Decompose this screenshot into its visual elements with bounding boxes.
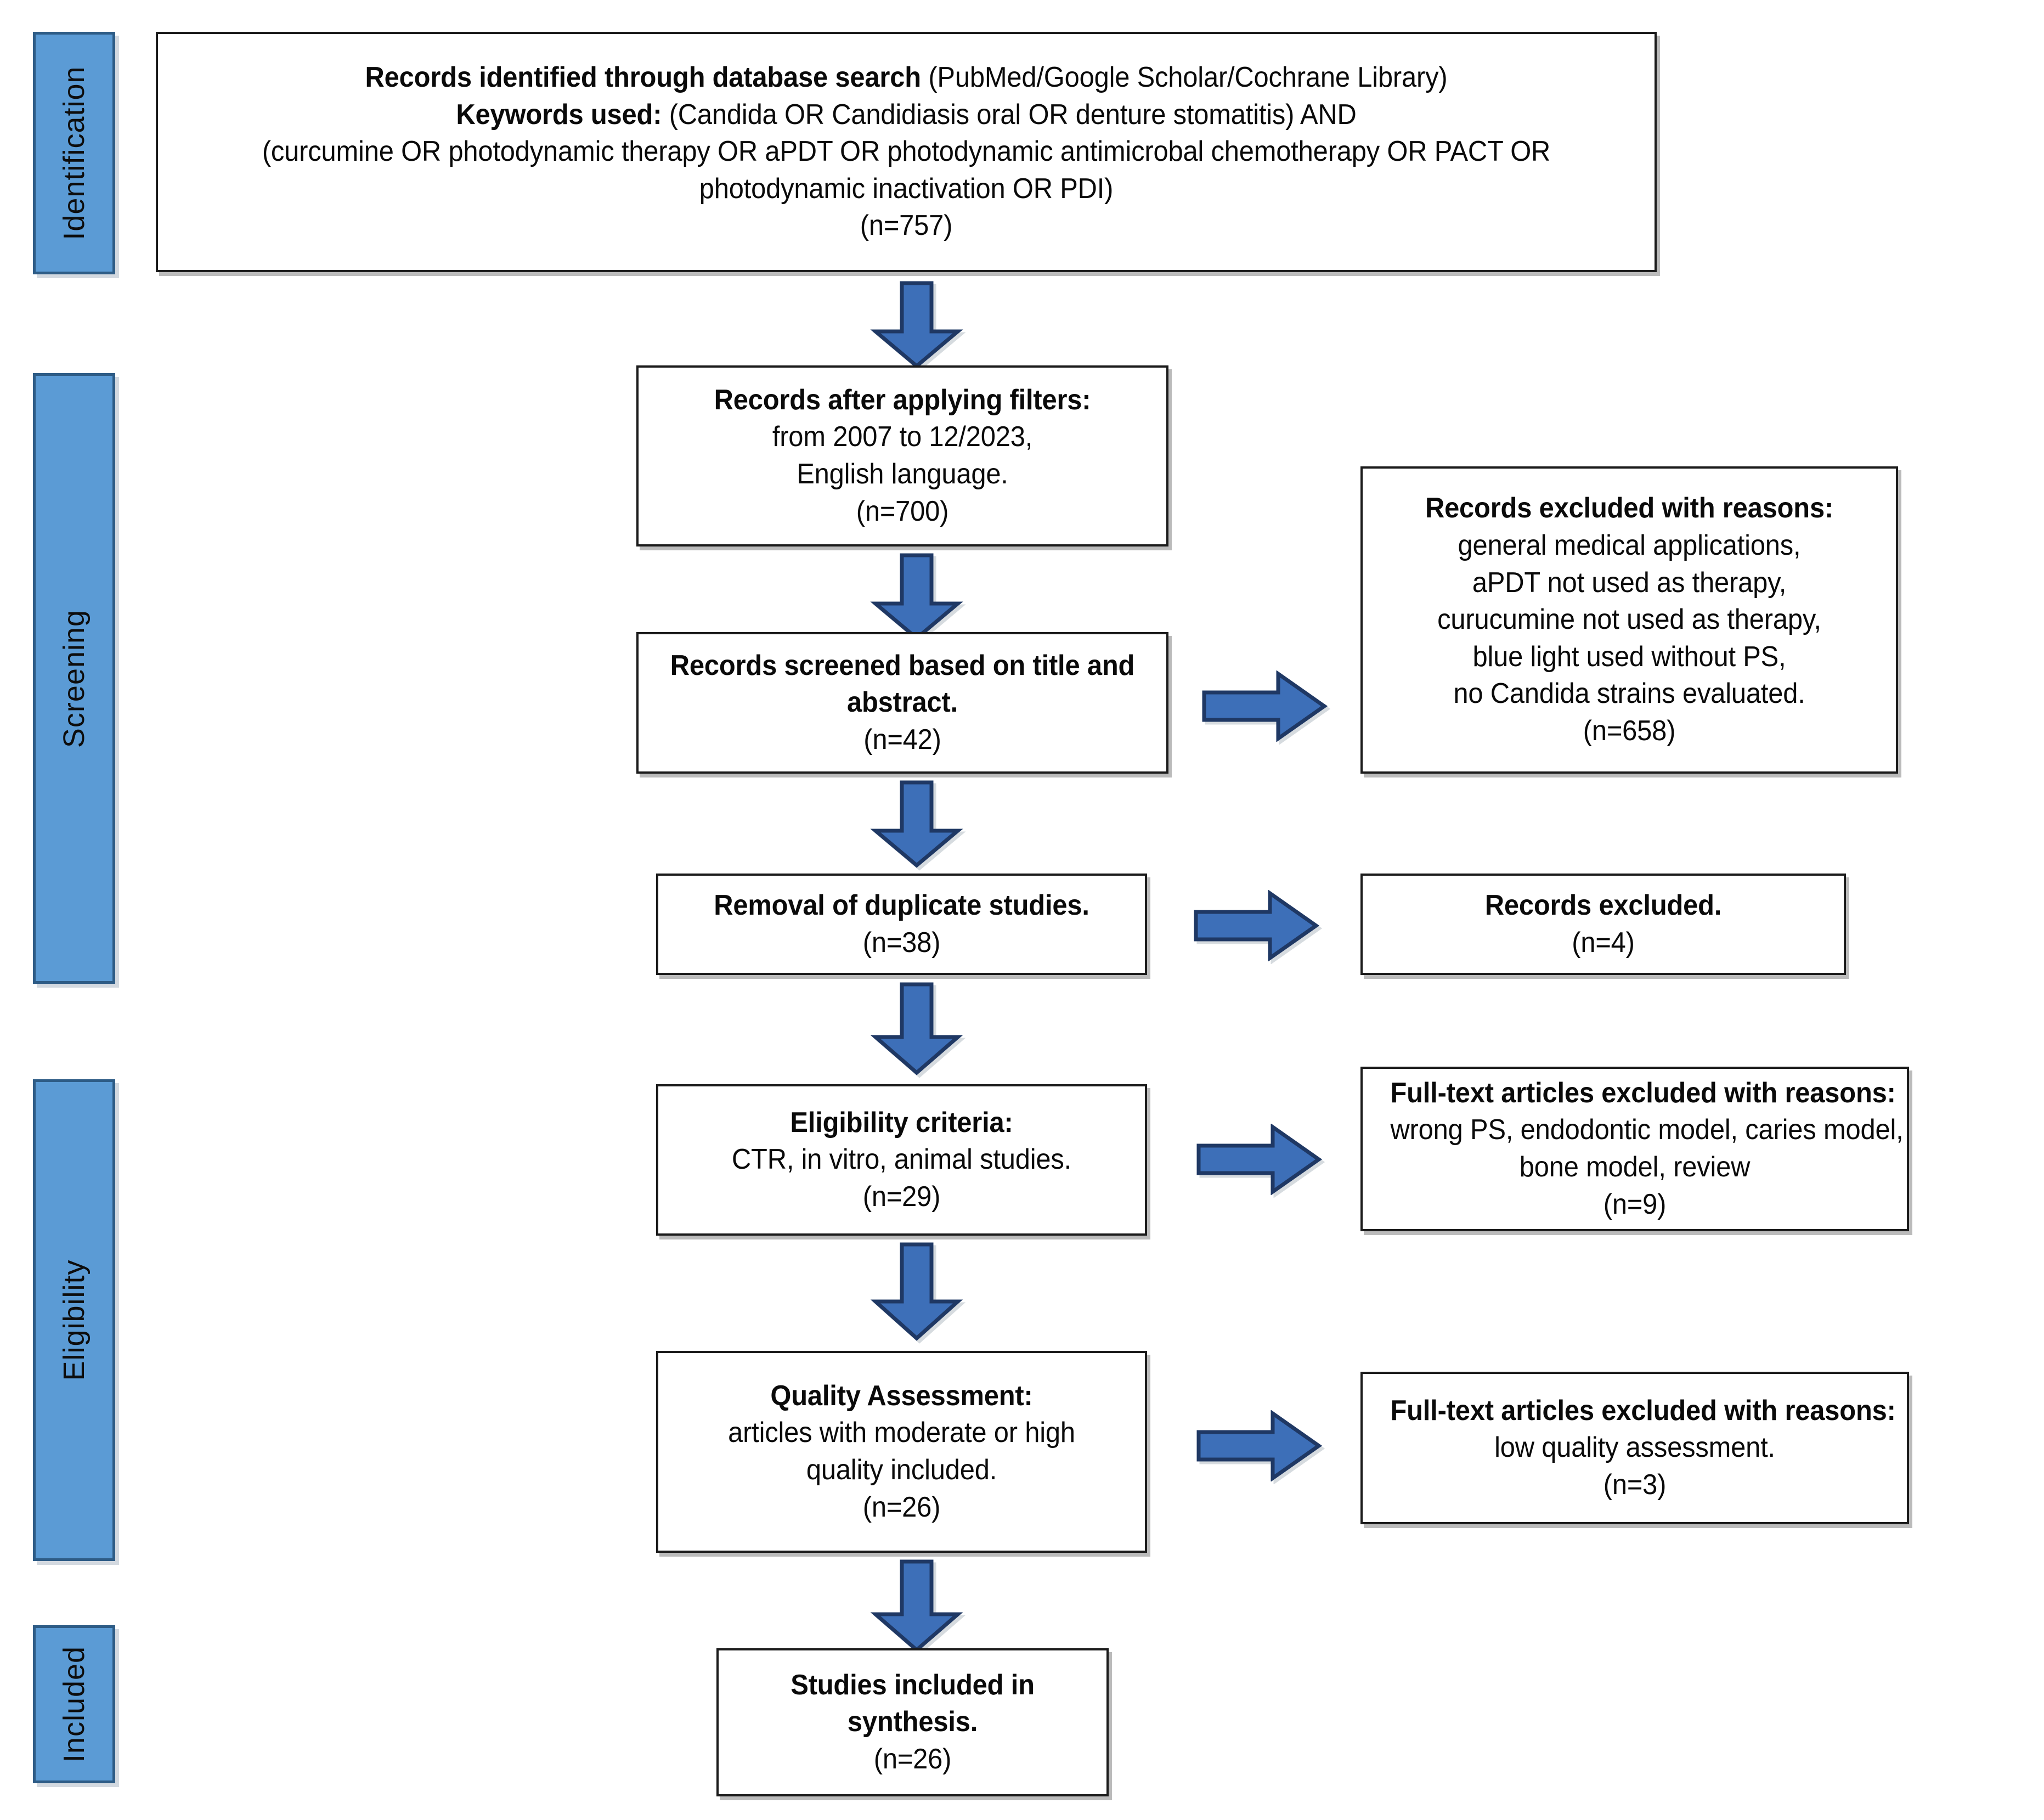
excluded-reason-5: no Candida strains evaluated. xyxy=(1453,678,1805,710)
duplicates-title: Removal of duplicate studies. xyxy=(714,889,1089,921)
phase-bar-identification: Identification xyxy=(33,32,115,274)
phase-bar-eligibility: Eligibility xyxy=(33,1079,115,1561)
excluded-reasons-title: Records excluded with reasons: xyxy=(1425,492,1834,525)
records-identified-line-2: Keywords used: (Candida OR Candidiasis o… xyxy=(218,97,1594,134)
after-filters-count: (n=700) xyxy=(856,495,949,527)
phase-label-screening: Screening xyxy=(58,609,91,748)
excluded-reason-2: aPDT not used as therapy, xyxy=(1472,566,1787,599)
eligibility-count: (n=29) xyxy=(862,1180,941,1213)
included-synthesis-count: (n=26) xyxy=(873,1743,952,1775)
arrow-screened-to-duplicates xyxy=(870,780,963,868)
excluded-reason-3: curucumine not used as therapy, xyxy=(1437,604,1821,636)
arrow-filters-to-screened xyxy=(870,553,963,641)
arrow-duplicates-to-eligibility xyxy=(870,982,963,1075)
box-records-screened: Records screened based on title and abst… xyxy=(636,632,1168,774)
fulltext-excluded-1-reason-2: bone model, review xyxy=(1519,1151,1751,1183)
included-synthesis-title-1: Studies included in xyxy=(791,1669,1035,1701)
records-identified-count: (n=757) xyxy=(860,210,953,242)
fulltext-excluded-1-reason-1: wrong PS, endodontic model, caries model… xyxy=(1390,1114,1904,1146)
included-synthesis-title-2: synthesis. xyxy=(847,1706,978,1738)
phase-label-eligibility: Eligibility xyxy=(58,1259,91,1381)
box-fulltext-excluded-reasons-1: Full-text articles excluded with reasons… xyxy=(1360,1067,1909,1231)
arrow-identified-to-filters xyxy=(870,281,963,369)
excluded-reasons-count: (n=658) xyxy=(1583,714,1676,747)
box-fulltext-excluded-reasons-2: Full-text articles excluded with reasons… xyxy=(1360,1372,1909,1524)
duplicates-count: (n=38) xyxy=(862,926,941,959)
box-records-excluded-reasons: Records excluded with reasons: general m… xyxy=(1360,466,1898,774)
eligibility-title: Eligibility criteria: xyxy=(790,1106,1013,1139)
records-identified-title: Records identified through database sear… xyxy=(365,61,922,94)
arrow-quality-to-fulltext-excluded-2 xyxy=(1196,1410,1322,1481)
arrow-screened-to-excluded xyxy=(1202,670,1328,742)
records-identified-keywords-label: Keywords used: xyxy=(456,98,662,131)
records-excluded-title: Records excluded. xyxy=(1484,889,1722,921)
screened-title-1: Records screened based on title and xyxy=(670,649,1135,681)
arrow-eligibility-to-fulltext-excluded xyxy=(1196,1124,1322,1195)
box-eligibility-criteria: Eligibility criteria: CTR, in vitro, ani… xyxy=(656,1084,1147,1236)
records-identified-line-1: Records identified through database sear… xyxy=(218,59,1594,97)
box-records-identified: Records identified through database sear… xyxy=(156,32,1657,272)
box-records-after-filters: Records after applying filters: from 200… xyxy=(636,365,1168,546)
screened-count: (n=42) xyxy=(863,723,941,756)
screened-title-2: abstract. xyxy=(846,686,958,719)
fulltext-excluded-2-title: Full-text articles excluded with reasons… xyxy=(1390,1394,1896,1427)
excluded-reason-4: blue light used without PS, xyxy=(1472,640,1786,673)
phase-bar-screening: Screening xyxy=(33,373,115,984)
excluded-reason-1: general medical applications, xyxy=(1458,529,1801,562)
records-identified-keywords-a: (Candida OR Candidiasis oral OR denture … xyxy=(662,98,1357,131)
quality-assessment-count: (n=26) xyxy=(862,1491,941,1523)
phase-label-included: Included xyxy=(58,1646,91,1763)
phase-label-identification: Identification xyxy=(58,66,91,240)
box-records-excluded: Records excluded. (n=4) xyxy=(1360,874,1846,975)
phase-bar-included: Included xyxy=(33,1625,115,1783)
after-filters-range: from 2007 to 12/2023, xyxy=(772,421,1033,453)
records-identified-line-3: (curcumine OR photodynamic therapy OR aP… xyxy=(262,136,1551,168)
after-filters-title: Records after applying filters: xyxy=(714,384,1091,416)
records-identified-databases: (PubMed/Google Scholar/Cochrane Library) xyxy=(921,61,1448,94)
quality-assessment-desc-1: articles with moderate or high xyxy=(728,1417,1075,1449)
box-studies-included-in-synthesis: Studies included in synthesis. (n=26) xyxy=(716,1648,1109,1796)
arrow-duplicates-to-records-excluded xyxy=(1194,890,1319,961)
after-filters-language: English language. xyxy=(797,458,1008,490)
quality-assessment-desc-2: quality included. xyxy=(806,1454,997,1486)
records-excluded-count: (n=4) xyxy=(1572,926,1635,959)
fulltext-excluded-1-count: (n=9) xyxy=(1603,1188,1667,1220)
box-removal-of-duplicates: Removal of duplicate studies. (n=38) xyxy=(656,874,1147,975)
fulltext-excluded-1-title: Full-text articles excluded with reasons… xyxy=(1390,1077,1896,1109)
fulltext-excluded-2-reason: low quality assessment. xyxy=(1494,1432,1775,1464)
arrow-eligibility-to-quality xyxy=(870,1242,963,1341)
quality-assessment-title: Quality Assessment: xyxy=(770,1379,1033,1412)
eligibility-types: CTR, in vitro, animal studies. xyxy=(731,1143,1072,1176)
arrow-quality-to-included xyxy=(870,1559,963,1653)
box-quality-assessment: Quality Assessment: articles with modera… xyxy=(656,1351,1147,1553)
fulltext-excluded-2-count: (n=3) xyxy=(1603,1468,1667,1501)
records-identified-line-4: photodynamic inactivation OR PDI) xyxy=(699,172,1114,205)
